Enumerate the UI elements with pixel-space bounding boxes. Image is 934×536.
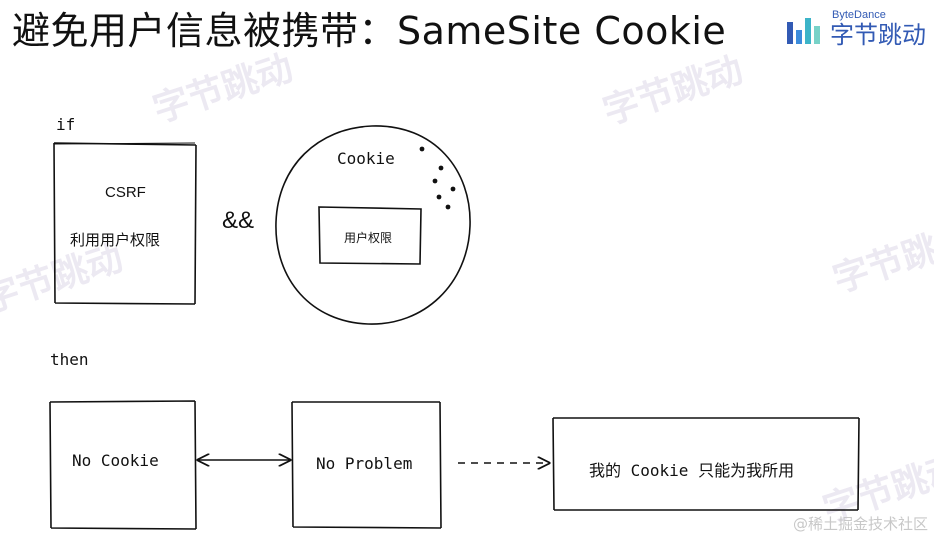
bytedance-logo: ByteDance 字节跳动 bbox=[786, 8, 934, 52]
csrf-subtitle: 利用用户权限 bbox=[70, 231, 161, 249]
if-label: if bbox=[56, 115, 76, 134]
result-box bbox=[552, 417, 860, 511]
cookie-label: Cookie bbox=[337, 149, 395, 168]
cookie-crumb bbox=[436, 194, 442, 200]
logo-chinese-text: 字节跳动 bbox=[830, 21, 926, 49]
and-symbol: && bbox=[222, 207, 255, 234]
csrf-box bbox=[53, 142, 197, 305]
then-label: then bbox=[50, 350, 89, 369]
cookie-circle bbox=[275, 125, 471, 325]
bytedance-logo-icon bbox=[787, 18, 820, 44]
page-title: 避免用户信息被携带：SameSite Cookie bbox=[12, 9, 727, 53]
cookie-crumb bbox=[450, 186, 456, 192]
no-cookie-box bbox=[49, 400, 197, 530]
cookie-crumb bbox=[419, 146, 425, 152]
permission-box bbox=[318, 206, 422, 265]
result-label: 我的 Cookie 只能为我所用 bbox=[589, 461, 795, 480]
cookie-crumb bbox=[445, 204, 451, 210]
footer-watermark: @稀土掘金技术社区 bbox=[792, 515, 928, 533]
no-problem-label: No Problem bbox=[316, 454, 413, 473]
no-cookie-label: No Cookie bbox=[72, 451, 159, 470]
cookie-crumb bbox=[432, 178, 438, 184]
cookie-crumb bbox=[438, 165, 444, 171]
csrf-title: CSRF bbox=[105, 184, 146, 201]
no-problem-box bbox=[291, 401, 442, 529]
logo-english-text: ByteDance bbox=[832, 9, 886, 21]
permission-label: 用户权限 bbox=[344, 231, 393, 245]
